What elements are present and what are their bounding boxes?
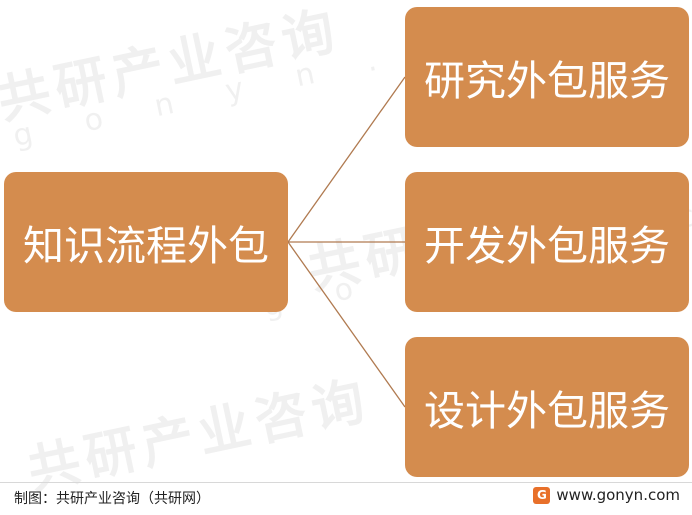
- child-node-label: 设计外包服务: [424, 387, 670, 435]
- child-node-research: 研究外包服务: [405, 7, 689, 147]
- child-node-label: 开发外包服务: [424, 222, 670, 270]
- footer-divider: [0, 482, 692, 483]
- child-node-label: 研究外包服务: [424, 57, 670, 105]
- root-node: 知识流程外包: [4, 172, 288, 312]
- root-node-label: 知识流程外包: [23, 222, 269, 270]
- child-node-development: 开发外包服务: [405, 172, 689, 312]
- gonyn-logo-icon: G: [533, 486, 551, 504]
- connector-to-child-2: [287, 241, 406, 408]
- child-node-design: 设计外包服务: [405, 337, 689, 477]
- website-link[interactable]: www.gonyn.com: [556, 486, 680, 504]
- source-credit: 制图：共研产业咨询（共研网）: [14, 491, 210, 507]
- website-credit[interactable]: G www.gonyn.com: [533, 486, 680, 504]
- connector-to-child-0: [287, 76, 406, 243]
